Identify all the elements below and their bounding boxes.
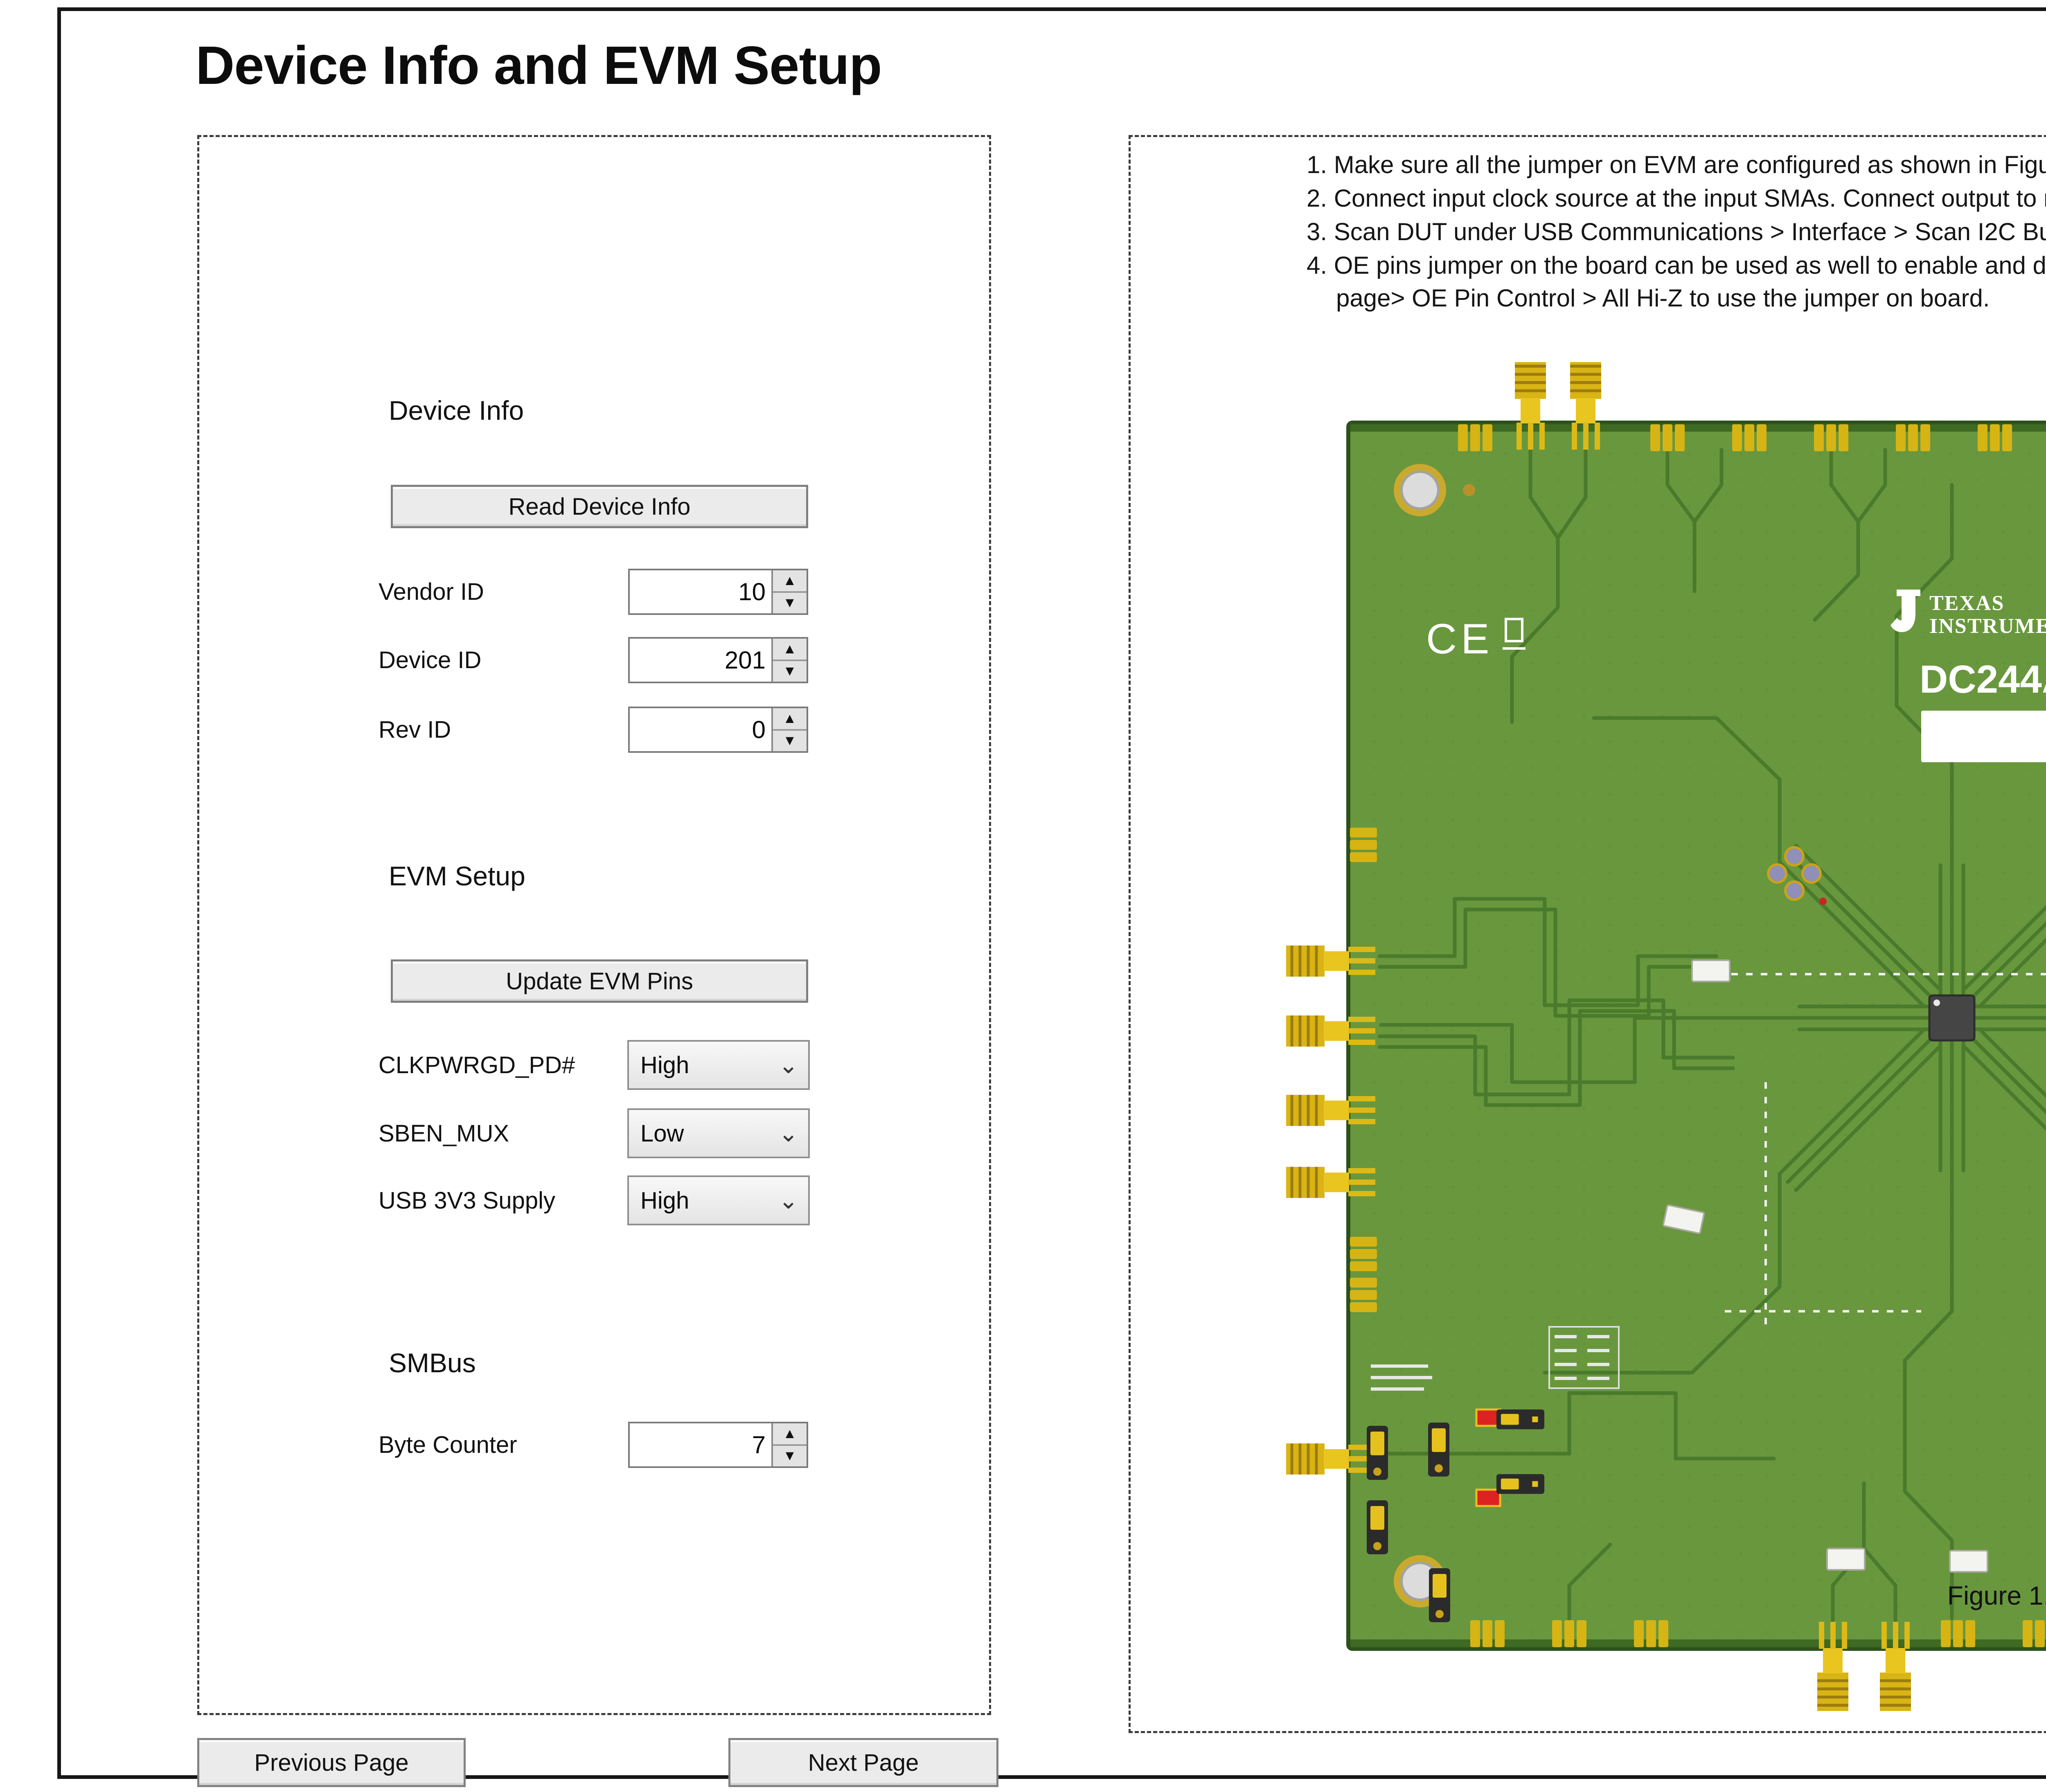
rev-id-value: 0 [752,716,766,743]
spin-up-icon: ▲ [783,572,797,588]
byte-counter-decrement-button[interactable]: ▼ [773,1445,807,1466]
device-id-input[interactable]: 201 ▲ ▼ [628,637,808,683]
device-info-heading: Device Info [389,395,524,425]
smbus-heading: SMBus [389,1348,476,1378]
previous-page-label: Previous Page [254,1749,409,1776]
chevron-down-icon: ⌄ [778,1052,798,1078]
rev-id-decrement-button[interactable]: ▼ [773,730,807,751]
power-jumper-cluster [1367,1326,1620,1622]
instruction-step: 4. OE pins jumper on the board can be us… [1307,252,2046,312]
vendor-id-spinner: ▲ ▼ [771,570,807,613]
ti-logo: Texas Instruments [1891,590,2046,638]
board-name-label: DC244A [1920,657,2046,701]
device-id-value: 201 [724,646,766,674]
sben-mux-select[interactable]: Low ⌄ [627,1108,810,1158]
previous-page-button[interactable]: Previous Page [197,1738,466,1787]
vendor-id-increment-button[interactable]: ▲ [773,570,807,593]
vendor-id-value: 10 [738,578,766,606]
read-device-info-label: Read Device Info [508,493,691,520]
clkpwrgd-pd-label: CLKPWRGD_PD# [379,1051,575,1078]
spin-up-icon: ▲ [783,710,797,726]
spin-up-icon: ▲ [783,1425,797,1441]
vendor-id-input[interactable]: 10 ▲ ▼ [628,569,808,615]
rev-id-input[interactable]: 0 ▲ ▼ [628,707,808,753]
instruction-step: 3. Scan DUT under USB Communications > I… [1307,218,2046,245]
clkpwrgd-pd-value: High [640,1051,690,1078]
usb-3v3-supply-value: High [640,1187,690,1214]
svg-text:CE: CE [1426,615,1493,663]
clkpwrgd-pd-select[interactable]: High ⌄ [627,1040,810,1090]
instructions-panel: 1. Make sure all the jumper on EVM are c… [1129,135,2046,1733]
spin-up-icon: ▲ [783,641,797,657]
byte-counter-input[interactable]: 7 ▲ ▼ [628,1422,808,1468]
next-page-label: Next Page [808,1749,919,1776]
byte-counter-increment-button[interactable]: ▲ [773,1423,807,1446]
via-cluster [1767,846,1827,905]
chevron-down-icon: ⌄ [778,1120,798,1147]
instruction-step: 1. Make sure all the jumper on EVM are c… [1307,151,2046,178]
page-title: Device Info and EVM Setup [196,35,882,95]
svg-text:Texas: Texas [1929,592,2004,615]
instruction-step: 2. Connect input clock source at the inp… [1307,185,2046,212]
update-evm-pins-label: Update EVM Pins [506,968,693,995]
silkscreen-dashes [1717,973,2046,1328]
device-id-spinner: ▲ ▼ [771,639,807,682]
svg-text:Instruments: Instruments [1929,615,2046,638]
ce-mark: CE [1426,615,1525,663]
setup-instructions-list: 1. Make sure all the jumper on EVM are c… [1307,149,2046,315]
vendor-id-decrement-button[interactable]: ▼ [773,592,807,613]
figure-caption: Figure 1. [1947,1581,2046,1610]
blank-label-sticker [1921,711,2046,762]
pcb-traces [1377,448,2046,1624]
controls-panel: Device Info Read Device Info Vendor ID 1… [197,135,991,1715]
dc244a-board-image: CE Texas Instruments DC244A [1283,362,2046,1720]
spin-down-icon: ▼ [783,663,797,679]
evm-board-figure: CE Texas Instruments DC244A [1283,362,2046,1720]
rev-id-label: Rev ID [379,716,451,743]
device-id-decrement-button[interactable]: ▼ [773,661,807,682]
usb-3v3-supply-select[interactable]: High ⌄ [627,1175,810,1225]
chevron-down-icon: ⌄ [778,1187,798,1214]
passive-components [1475,959,1988,1573]
byte-counter-spinner: ▲ ▼ [771,1423,807,1466]
rev-id-increment-button[interactable]: ▲ [773,708,807,731]
device-id-label: Device ID [379,647,482,673]
device-id-increment-button[interactable]: ▲ [773,639,807,661]
spin-down-icon: ▼ [783,1448,797,1464]
evm-setup-heading: EVM Setup [389,861,525,891]
sben-mux-label: SBEN_MUX [379,1120,509,1147]
mounting-holes [1394,464,1475,1607]
rev-id-spinner: ▲ ▼ [771,708,807,751]
dut-chip [1928,994,1976,1042]
update-evm-pins-button[interactable]: Update EVM Pins [391,959,808,1003]
spin-down-icon: ▼ [783,733,797,749]
usb-3v3-supply-label: USB 3V3 Supply [379,1187,556,1214]
byte-counter-value: 7 [752,1431,766,1459]
sben-mux-value: Low [640,1120,684,1147]
next-page-button[interactable]: Next Page [728,1738,998,1787]
vendor-id-label: Vendor ID [379,579,484,605]
byte-counter-label: Byte Counter [379,1432,517,1458]
spin-down-icon: ▼ [783,595,797,611]
read-device-info-button[interactable]: Read Device Info [391,485,808,528]
